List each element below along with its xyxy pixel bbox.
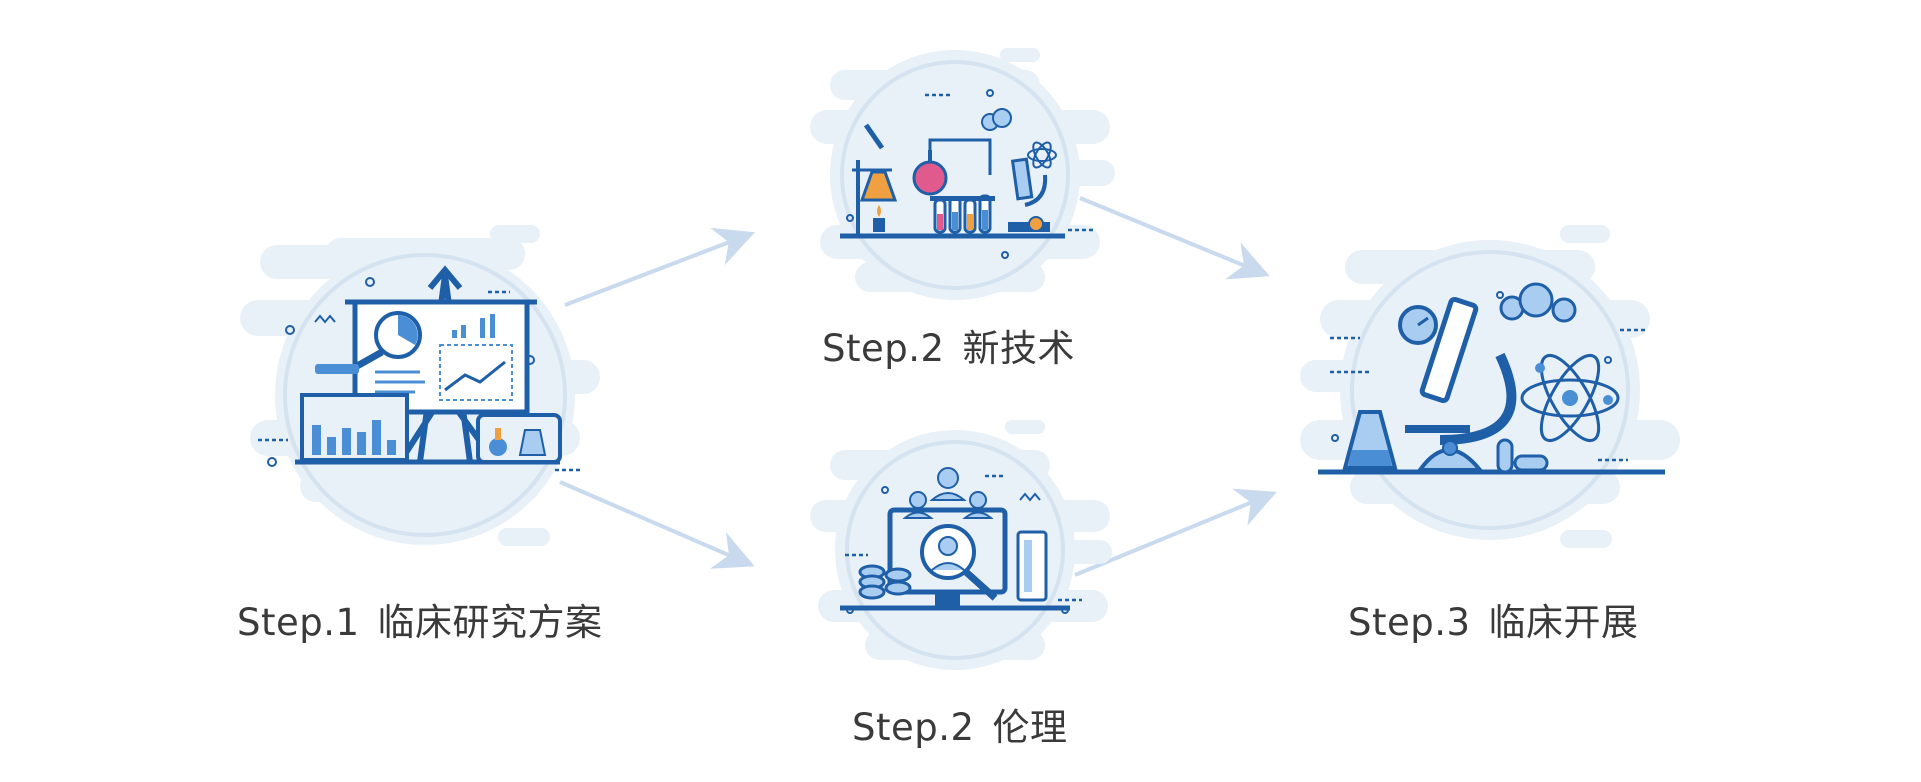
step3-label: Step.3 临床开展 xyxy=(1348,592,1639,646)
presentation-board-icon xyxy=(240,225,600,546)
step1-title: 临床研究方案 xyxy=(377,601,603,644)
step2-ethics-title: 伦理 xyxy=(992,706,1068,749)
laboratory-icon xyxy=(810,48,1115,300)
step3-title: 临床开展 xyxy=(1488,601,1639,644)
arrow-step1-to-ethics xyxy=(559,480,755,569)
doctors-screen-icon xyxy=(810,420,1112,670)
arrow-tech-to-step3 xyxy=(1079,196,1270,280)
step2-tech-label: Step.2 新技术 xyxy=(822,318,1075,372)
step1-label: Step.1 临床研究方案 xyxy=(237,592,603,646)
step3-number: Step.3 xyxy=(1348,601,1471,644)
microscope-atom-icon xyxy=(1300,225,1680,548)
step2-tech-number: Step.2 xyxy=(822,327,945,370)
arrow-step1-to-tech xyxy=(564,227,755,307)
step2-ethics-number: Step.2 xyxy=(852,706,975,749)
step2-tech-title: 新技术 xyxy=(962,327,1076,370)
step1-number: Step.1 xyxy=(237,601,360,644)
step2-ethics-label: Step.2 伦理 xyxy=(852,697,1068,751)
